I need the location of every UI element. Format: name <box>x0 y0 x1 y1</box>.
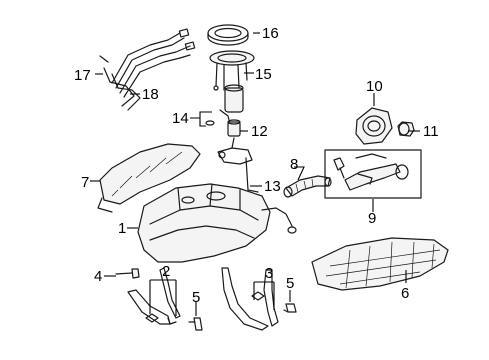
fuel-tube-assembly <box>99 28 196 111</box>
bolt-4 <box>115 268 140 279</box>
tank-strap-left <box>127 267 181 325</box>
callout-10: 10 <box>366 78 383 95</box>
callout-5-right: 5 <box>286 275 294 292</box>
callout-17: 17 <box>74 67 91 84</box>
callout-18: 18 <box>142 86 159 103</box>
callout-15: 15 <box>255 66 272 83</box>
callout-4: 4 <box>94 268 102 285</box>
callout-5-left: 5 <box>192 289 200 306</box>
filler-pipe-kit <box>324 149 422 199</box>
callout-11: 11 <box>423 123 439 140</box>
fuel-cap <box>397 121 415 137</box>
fuel-pump <box>205 84 244 126</box>
callout-7: 7 <box>81 174 89 191</box>
callout-16: 16 <box>262 25 279 42</box>
callout-13: 13 <box>264 178 281 195</box>
pump-bracket <box>209 50 255 91</box>
lock-ring <box>207 24 249 46</box>
callout-labels: 16 15 17 18 14 12 10 11 13 8 9 7 1 4 2 5… <box>74 25 439 306</box>
filler-hose <box>283 175 332 198</box>
nut-left <box>188 317 203 331</box>
callout-2: 2 <box>162 263 170 280</box>
callout-1: 1 <box>118 220 126 237</box>
heat-shield <box>97 143 201 213</box>
leader-lines <box>90 32 420 316</box>
skid-plate <box>311 237 449 291</box>
nut-right <box>283 303 297 313</box>
pump-cap <box>227 119 241 137</box>
filler-inlet <box>355 107 393 145</box>
callout-9: 9 <box>368 210 376 227</box>
callout-3: 3 <box>265 265 273 282</box>
callout-14: 14 <box>172 110 189 127</box>
tank-strap-right <box>221 267 279 331</box>
callout-12: 12 <box>251 123 268 140</box>
fuel-sender <box>217 137 259 193</box>
fuel-tank <box>137 183 297 263</box>
callout-8: 8 <box>290 156 298 173</box>
callout-6: 6 <box>401 285 409 302</box>
